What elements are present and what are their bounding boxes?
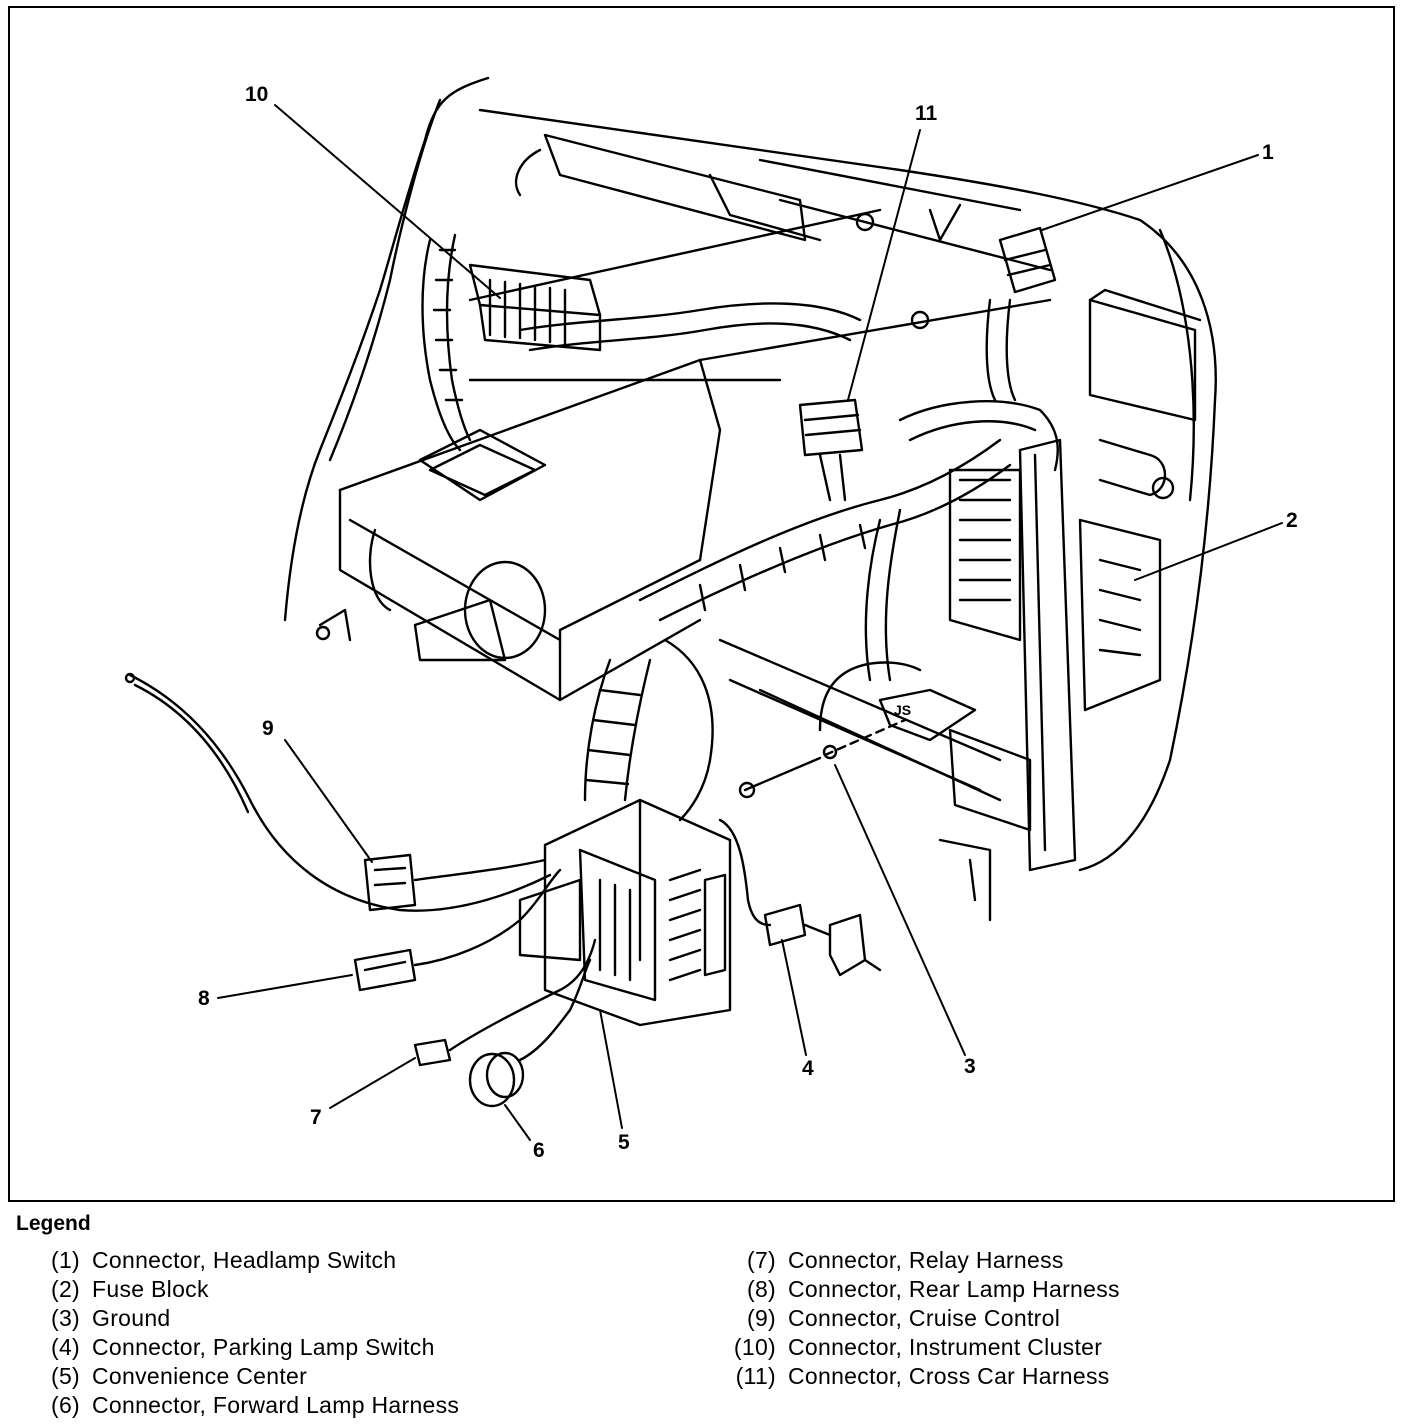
legend-item: (7) Connector, Relay Harness <box>712 1246 1120 1275</box>
legend-left-column: (1) Connector, Headlamp Switch (2) Fuse … <box>16 1246 459 1420</box>
rear-lamp-harness-connector <box>353 868 562 992</box>
callout-9: 9 <box>262 717 274 740</box>
legend-item-number: (10) <box>733 1334 776 1360</box>
legend-item-number: (7) <box>746 1247 776 1273</box>
callout-leaders <box>217 104 1283 1141</box>
legend-item-text: Connector, Cruise Control <box>788 1305 1061 1331</box>
legend-item-text: Connector, Relay Harness <box>788 1247 1064 1273</box>
legend-item: (3) Ground <box>16 1304 459 1333</box>
legend-item-text: Connector, Forward Lamp Harness <box>92 1392 460 1418</box>
headlamp-switch-connector <box>985 226 1202 500</box>
legend-item-number: (3) <box>50 1305 80 1331</box>
callout-7: 7 <box>310 1106 322 1129</box>
instrument-panel-carrier <box>283 76 1217 872</box>
legend-item-number: (11) <box>735 1363 776 1389</box>
legend-item-number: (9) <box>746 1305 776 1331</box>
callout-4: 4 <box>802 1057 814 1080</box>
legend-item-number: (8) <box>746 1276 776 1302</box>
callout-6: 6 <box>533 1139 545 1162</box>
parking-lamp-switch-connector <box>718 818 882 977</box>
legend-item: (5) Convenience Center <box>16 1362 459 1391</box>
legend-item-text: Ground <box>92 1305 171 1331</box>
legend-item: (11) Connector, Cross Car Harness <box>712 1362 1120 1391</box>
callout-2: 2 <box>1286 509 1298 532</box>
cruise-control-connector <box>124 672 552 912</box>
legend-item: (1) Connector, Headlamp Switch <box>16 1246 459 1275</box>
legend-item-text: Connector, Cross Car Harness <box>788 1363 1110 1389</box>
legend-item-number: (2) <box>50 1276 80 1302</box>
relay-harness-connector <box>413 938 597 1067</box>
legend-item-number: (5) <box>50 1363 80 1389</box>
callout-3: 3 <box>964 1055 976 1078</box>
legend-item-text: Connector, Instrument Cluster <box>788 1334 1103 1360</box>
callout-11: 11 <box>915 102 938 125</box>
legend-item: (10) Connector, Instrument Cluster <box>712 1333 1120 1362</box>
wiring-diagram: JS <box>124 76 1283 1141</box>
forward-lamp-harness-connector <box>468 958 592 1108</box>
legend: Legend (1) Connector, Headlamp Switch (2… <box>16 1212 1396 1418</box>
callout-1: 1 <box>1262 141 1274 164</box>
legend-item-text: Connector, Parking Lamp Switch <box>92 1334 435 1360</box>
legend-item: (6) Connector, Forward Lamp Harness <box>16 1391 459 1420</box>
callout-10: 10 <box>245 83 269 106</box>
legend-item-text: Convenience Center <box>92 1363 308 1389</box>
ground-tag-text: JS <box>894 702 911 718</box>
legend-item-number: (4) <box>50 1334 80 1360</box>
ground: JS <box>738 661 977 799</box>
legend-item: (8) Connector, Rear Lamp Harness <box>712 1275 1120 1304</box>
legend-item-number: (6) <box>50 1392 80 1418</box>
legend-item: (4) Connector, Parking Lamp Switch <box>16 1333 459 1362</box>
convenience-center <box>518 798 732 1027</box>
instrument-cluster-connector <box>468 263 602 352</box>
legend-item-number: (1) <box>50 1247 80 1273</box>
legend-item-text: Connector, Headlamp Switch <box>92 1247 397 1273</box>
callout-8: 8 <box>198 987 210 1010</box>
callout-5: 5 <box>618 1131 630 1154</box>
legend-item-text: Fuse Block <box>92 1276 209 1302</box>
legend-item-text: Connector, Rear Lamp Harness <box>788 1276 1120 1302</box>
legend-title: Legend <box>16 1212 91 1235</box>
diagram-frame <box>8 6 1395 1202</box>
legend-item: (9) Connector, Cruise Control <box>712 1304 1120 1333</box>
cross-car-harness-connector <box>798 398 864 502</box>
fuse-block <box>864 400 1162 922</box>
legend-item: (2) Fuse Block <box>16 1275 459 1304</box>
legend-right-column: (7) Connector, Relay Harness (8) Connect… <box>712 1246 1120 1391</box>
